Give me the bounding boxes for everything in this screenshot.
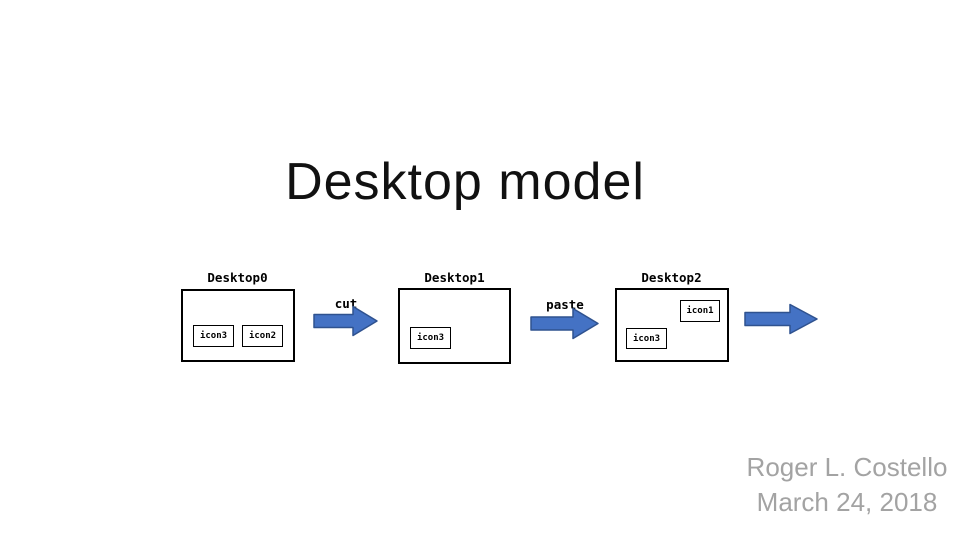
attribution-date: March 24, 2018 — [756, 487, 938, 517]
slide-title: Desktop model — [285, 153, 645, 211]
desktop2-icon1: icon1 — [680, 300, 720, 322]
desktop2-icon3: icon3 — [626, 328, 667, 349]
cut-arrow-label: cut — [334, 296, 358, 311]
desktop1-box: icon3 — [398, 288, 511, 364]
paste-arrow-icon — [530, 307, 599, 340]
next-arrow-icon — [744, 303, 818, 335]
desktop2-box: icon1 icon3 — [615, 288, 729, 362]
desktop2-label: Desktop2 — [641, 270, 702, 285]
cut-arrow-group: cut — [313, 296, 379, 338]
desktop0-icon3: icon3 — [193, 325, 234, 347]
desktop1-label: Desktop1 — [424, 270, 485, 285]
cut-arrow-icon — [313, 305, 378, 337]
paste-arrow-group: paste — [530, 297, 600, 340]
attribution-block: Roger L. Costello March 24, 2018 — [737, 450, 957, 520]
desktop0-icon2: icon2 — [242, 325, 283, 347]
paste-arrow-label: paste — [546, 297, 584, 312]
desktop0-box: icon3 icon2 — [181, 289, 295, 362]
desktop0-label: Desktop0 — [207, 270, 268, 285]
attribution-author: Roger L. Costello — [746, 452, 948, 482]
next-arrow-group — [744, 290, 819, 335]
desktop1-icon3: icon3 — [410, 327, 451, 349]
